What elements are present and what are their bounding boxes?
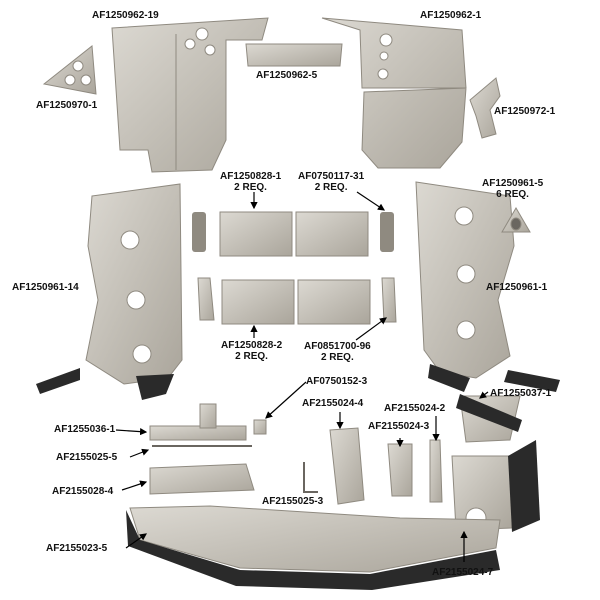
label-af0750152-3: AF0750152-3 bbox=[306, 376, 368, 387]
part-af1250962-1-panel bbox=[321, 17, 467, 169]
label-af2155024-7: AF2155024-7 bbox=[432, 567, 494, 578]
part-af2155024-2-panel bbox=[429, 439, 443, 503]
part-qty: 2 REQ. bbox=[320, 352, 354, 363]
label-af2155028-4: AF2155028-4 bbox=[52, 486, 114, 497]
label-af1250961-5: AF1250961-5 6 REQ. bbox=[482, 178, 543, 200]
part-number: AF0750117-31 bbox=[298, 171, 365, 182]
part-qty: 2 REQ. bbox=[234, 182, 267, 193]
label-af1250962-19: AF1250962-19 bbox=[92, 10, 159, 21]
part-number: AF0851700-96 bbox=[304, 341, 371, 352]
label-af2155024-3: AF2155024-3 bbox=[368, 421, 430, 432]
rubber-seal-right bbox=[428, 364, 560, 392]
part-af1250962-5-panel bbox=[245, 43, 343, 67]
rubber-seal-2155024-7 bbox=[508, 440, 540, 532]
label-af1250961-14: AF1250961-14 bbox=[12, 282, 79, 293]
part-af1250970-1-panel bbox=[42, 45, 97, 95]
part-af1250962-19-panel bbox=[111, 17, 269, 173]
part-af1250961-1-panel bbox=[415, 181, 515, 379]
part-af2155023-5-panel bbox=[129, 505, 501, 573]
label-af1250962-5: AF1250962-5 bbox=[256, 70, 318, 81]
label-af1250828-1: AF1250828-1 2 REQ. bbox=[220, 171, 281, 193]
rubber-seal-left bbox=[36, 368, 174, 400]
part-qty: 2 REQ. bbox=[314, 182, 348, 193]
part-af1250828-2-panel bbox=[221, 279, 371, 325]
part-af0851700-96-plates bbox=[197, 277, 397, 323]
label-af1255036-1: AF1255036-1 bbox=[54, 424, 116, 435]
part-af1250961-14-panel bbox=[85, 183, 183, 385]
part-af2155024-3-panel bbox=[387, 443, 413, 497]
part-af0750117-31-pads bbox=[192, 212, 394, 252]
part-af2155028-4-panel bbox=[149, 463, 255, 495]
rubber-seal-1255037 bbox=[456, 394, 522, 432]
part-number: AF1250828-2 bbox=[221, 340, 283, 351]
part-number: AF1250828-1 bbox=[220, 171, 282, 182]
part-af0750152-3-bracket bbox=[253, 419, 267, 435]
part-af1250828-1-panel bbox=[219, 211, 369, 257]
part-af1250972-1-panel bbox=[469, 77, 501, 139]
label-af1255037-1: AF1255037-1 bbox=[490, 388, 552, 399]
part-af1250961-5-grommet bbox=[501, 207, 531, 233]
label-af2155024-2: AF2155024-2 bbox=[384, 403, 446, 414]
label-af1250962-1: AF1250962-1 bbox=[420, 10, 482, 21]
part-number: AF1250961-5 bbox=[482, 178, 544, 189]
label-af1250972-1: AF1250972-1 bbox=[494, 106, 556, 117]
part-af2155024-4-panel bbox=[329, 427, 365, 505]
label-af1250970-1: AF1250970-1 bbox=[36, 100, 98, 111]
label-af0851700-96: AF0851700-96 2 REQ. bbox=[304, 341, 371, 363]
part-af2155025-3-rod bbox=[303, 462, 318, 493]
label-af2155024-4: AF2155024-4 bbox=[302, 398, 364, 409]
label-af2155025-5: AF2155025-5 bbox=[56, 452, 118, 463]
leader-arrows bbox=[115, 191, 489, 562]
rubber-seal-floor bbox=[126, 510, 500, 590]
part-qty: 6 REQ. bbox=[496, 189, 529, 200]
label-af0750117-31: AF0750117-31 2 REQ. bbox=[298, 171, 364, 193]
label-af1250961-1: AF1250961-1 bbox=[486, 282, 548, 293]
part-qty: 2 REQ. bbox=[235, 351, 268, 362]
label-af2155025-3: AF2155025-3 bbox=[262, 496, 324, 507]
part-af1255036-1-panel bbox=[149, 403, 247, 441]
label-af2155023-5: AF2155023-5 bbox=[46, 543, 108, 554]
label-af1250828-2: AF1250828-2 2 REQ. bbox=[221, 340, 282, 362]
